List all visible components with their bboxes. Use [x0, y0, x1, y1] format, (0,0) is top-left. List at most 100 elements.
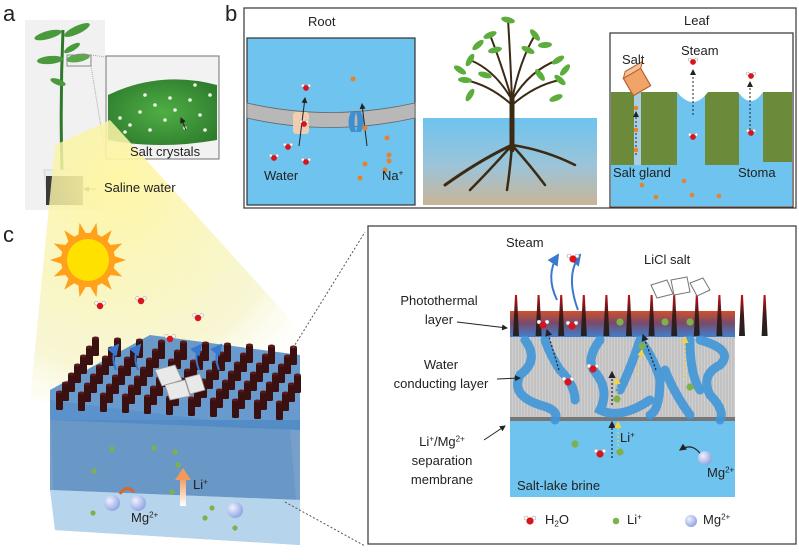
tree-leaf	[501, 16, 515, 24]
pillar-top	[152, 348, 159, 352]
li-ion	[209, 505, 215, 511]
hydrogen-atom	[586, 363, 592, 369]
pillar	[90, 375, 97, 393]
scene-li-label: Li+	[193, 477, 208, 492]
pillar-top	[276, 400, 283, 404]
hydrogen-atom	[593, 448, 599, 454]
pillar-top	[106, 383, 113, 387]
li-ion	[172, 449, 178, 455]
pillar-top	[140, 366, 147, 370]
na-ion	[653, 194, 659, 200]
pillar	[124, 358, 131, 376]
pillar	[78, 393, 85, 411]
panel-a-label: a	[3, 1, 16, 26]
pillar	[180, 342, 187, 360]
panel-b-label: b	[225, 1, 238, 26]
hydrogen-atom	[694, 57, 699, 62]
hydrogen-atom	[199, 313, 204, 318]
hydrogen-atom	[192, 313, 197, 318]
photothermal-pillar	[693, 295, 700, 336]
pillar-top	[68, 372, 75, 376]
hydrogen-atom	[523, 515, 529, 521]
sun-ray	[53, 243, 68, 254]
pillar	[262, 355, 269, 373]
pillar-top	[184, 368, 191, 372]
detail-li-label: Li+	[620, 430, 635, 445]
photothermal-pillar	[761, 295, 768, 336]
water-molecule	[539, 321, 547, 329]
pillar-top	[114, 337, 121, 341]
tree-leaf	[554, 74, 566, 86]
pillar-top	[92, 336, 99, 340]
pillar	[118, 367, 125, 385]
pillar	[84, 384, 91, 402]
legend-h2o: H2O	[545, 512, 569, 529]
root-title: Root	[308, 14, 336, 29]
sun-ray	[108, 266, 123, 277]
li-ion	[616, 318, 624, 326]
pillar	[152, 350, 159, 368]
tree-leaf	[530, 29, 540, 41]
salt-crystals-label: Salt crystals	[130, 144, 201, 159]
mg-ion	[227, 502, 243, 518]
hydrogen-atom	[687, 57, 692, 62]
na-ion	[716, 193, 722, 199]
hydrogen-atom	[135, 296, 140, 301]
pillar	[62, 383, 69, 401]
salt-label: Salt	[622, 52, 645, 67]
na-ion	[633, 147, 639, 153]
pillar	[254, 401, 261, 419]
pillar	[232, 400, 239, 418]
salt-crystal	[148, 128, 152, 132]
pillar	[158, 341, 165, 359]
pillar-top	[266, 381, 273, 385]
salt-lake-brine-label: Salt-lake brine	[517, 478, 601, 493]
salt-crystal	[203, 128, 207, 132]
saline-water-label: Saline water	[104, 180, 176, 195]
salt-crystal	[198, 113, 202, 117]
li-ion	[169, 489, 175, 495]
pillar-top	[232, 398, 239, 402]
pillar	[96, 366, 103, 384]
pillar-top	[150, 385, 157, 389]
water-molecule	[137, 297, 145, 305]
pillar-top	[128, 384, 135, 388]
salt-crystal	[208, 93, 212, 97]
pillar	[194, 389, 201, 407]
photothermal-pillar	[558, 295, 565, 336]
pillar	[268, 346, 275, 364]
sun-ray	[89, 282, 98, 298]
pillar-top	[284, 354, 291, 358]
pillar-top	[168, 358, 175, 362]
hydrogen-atom	[694, 132, 699, 137]
tree-leaf	[538, 41, 552, 49]
pillar	[106, 385, 113, 403]
pillar	[250, 373, 257, 391]
salt-crystal	[118, 116, 122, 120]
pillar	[144, 396, 151, 414]
scene-mg-label: Mg2+	[131, 510, 159, 525]
hydrogen-atom	[687, 132, 692, 137]
pillar	[146, 359, 153, 377]
hydrogen-atom	[574, 253, 580, 259]
pillar-top	[254, 399, 261, 403]
pillar-top	[288, 382, 295, 386]
photothermal-pillar	[626, 295, 632, 336]
pillar	[150, 387, 157, 405]
tree-leaf	[458, 76, 472, 84]
pillar-top	[210, 397, 217, 401]
pillar-top	[216, 388, 223, 392]
pillar	[260, 392, 267, 410]
legend-li: Li+	[627, 512, 642, 527]
hydrogen-atom	[745, 128, 750, 133]
li-ion	[202, 515, 208, 521]
hydrogen-atom	[300, 157, 305, 162]
hydrogen-atom	[594, 363, 600, 369]
pillar	[202, 343, 209, 361]
pillar-top	[228, 370, 235, 374]
water-molecule	[96, 302, 104, 310]
na-ion	[639, 182, 645, 188]
leaf-title: Leaf	[684, 13, 710, 28]
pillar-top	[224, 342, 231, 346]
